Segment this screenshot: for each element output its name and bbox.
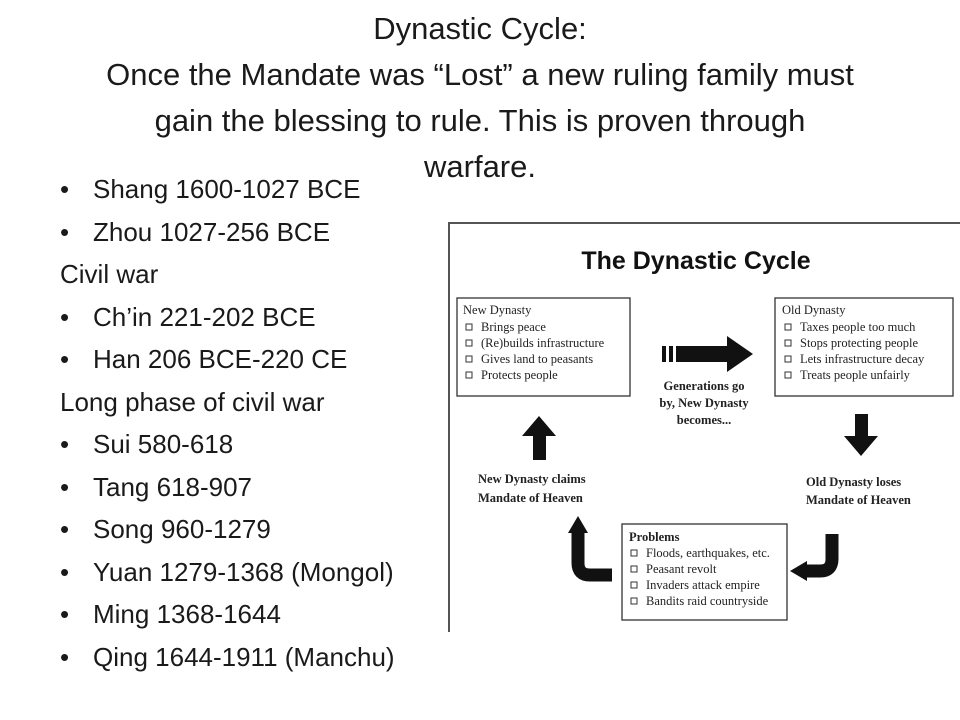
new-dynasty-claims-label: New Dynasty claims Mandate of Heaven (478, 472, 586, 505)
old-loses-line: Mandate of Heaven (806, 493, 911, 507)
curved-arrow-up-icon (568, 516, 612, 582)
dynasty-list-item: Ch’in 221-202 BCE (60, 296, 500, 339)
new-dynasty-item: Protects people (481, 368, 558, 382)
generations-line: by, New Dynasty (659, 396, 749, 410)
arrow-right-icon (662, 336, 753, 372)
old-dynasty-loses-label: Old Dynasty loses Mandate of Heaven (806, 475, 911, 507)
new-claims-line: New Dynasty claims (478, 472, 586, 486)
dynasty-list-item: Tang 618-907 (60, 466, 500, 509)
new-dynasty-items: Brings peace (Re)builds infrastructure G… (465, 320, 605, 382)
old-dynasty-heading: Old Dynasty (782, 303, 846, 317)
curved-arrow-left-icon (790, 534, 839, 581)
generations-line: becomes... (677, 413, 732, 427)
new-dynasty-item: Brings peace (481, 320, 546, 334)
dynastic-cycle-diagram: The Dynastic Cycle New Dynasty Brings pe… (448, 222, 960, 632)
arrow-up-icon (522, 416, 556, 460)
list-subheading: Long phase of civil war (60, 386, 325, 417)
problem-item: Invaders attack empire (646, 578, 760, 592)
old-dynasty-item: Lets infrastructure decay (800, 352, 925, 366)
dynasty-list-item: Ming 1368-1644 (60, 593, 500, 636)
old-dynasty-item: Treats people unfairly (800, 368, 911, 382)
diagram-title: The Dynastic Cycle (581, 247, 810, 275)
old-dynasty-item: Taxes people too much (800, 320, 916, 334)
generations-line: Generations go (664, 379, 745, 393)
problems-box: Problems Floods, earthquakes, etc. Peasa… (621, 523, 788, 621)
problem-item: Peasant revolt (646, 562, 717, 576)
problem-item: Floods, earthquakes, etc. (646, 546, 770, 560)
new-dynasty-item: (Re)builds infrastructure (481, 336, 605, 350)
dynasty-list-item: Zhou 1027-256 BCE (60, 211, 500, 254)
problems-items: Floods, earthquakes, etc. Peasant revolt… (630, 546, 770, 608)
title-line-3: gain the blessing to rule. This is prove… (154, 103, 806, 138)
arrow-down-icon (844, 414, 878, 456)
problems-heading: Problems (629, 530, 680, 544)
generations-label: Generations go by, New Dynasty becomes..… (659, 379, 749, 427)
dynasty-list-item: Han 206 BCE-220 CE (60, 338, 500, 381)
slide-title: Dynastic Cycle: Once the Mandate was “Lo… (60, 6, 900, 190)
new-dynasty-item: Gives land to peasants (481, 352, 593, 366)
list-subheading: Civil war (60, 259, 159, 289)
dynasty-list: Shang 1600-1027 BCEZhou 1027-256 BCE Civi… (60, 168, 500, 678)
title-line-2: Once the Mandate was “Lost” a new ruling… (106, 57, 854, 92)
dynasty-list-item: Qing 1644-1911 (Manchu) (60, 636, 500, 679)
dynasty-list-item: Sui 580-618 (60, 423, 500, 466)
new-dynasty-heading: New Dynasty (463, 303, 532, 317)
old-dynasty-items: Taxes people too much Stops protecting p… (784, 320, 925, 382)
new-claims-line: Mandate of Heaven (478, 491, 583, 505)
old-loses-line: Old Dynasty loses (806, 475, 901, 489)
dynasty-list-item: Yuan 1279-1368 (Mongol) (60, 551, 500, 594)
old-dynasty-item: Stops protecting people (800, 336, 918, 350)
dynasty-list-item: Shang 1600-1027 BCE (60, 168, 500, 211)
new-dynasty-box: New Dynasty Brings peace (Re)builds infr… (456, 297, 631, 397)
dynasty-list-item: Song 960-1279 (60, 508, 500, 551)
problem-item: Bandits raid countryside (646, 594, 769, 608)
old-dynasty-box: Old Dynasty Taxes people too much Stops … (774, 297, 954, 397)
title-line-1: Dynastic Cycle: (373, 11, 587, 46)
